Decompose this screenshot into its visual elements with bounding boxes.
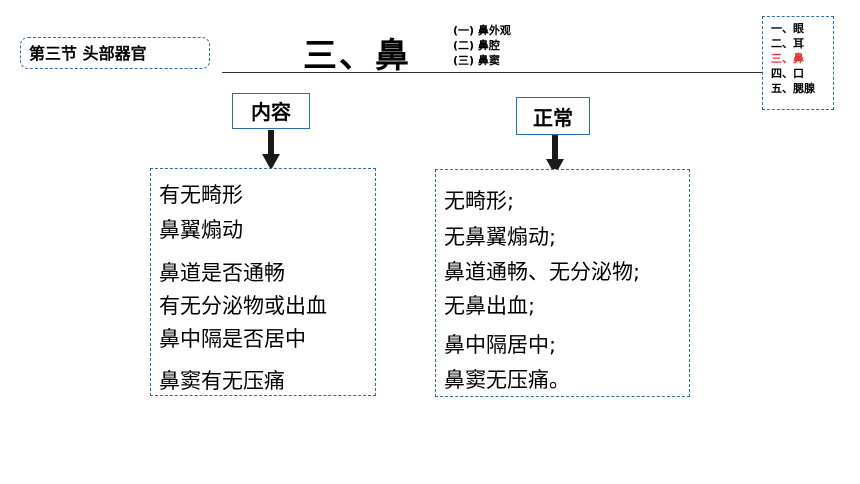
list-item: 鼻道通畅、无分泌物; xyxy=(444,260,641,284)
list-item: 无鼻出血; xyxy=(444,294,536,318)
list-item: 鼻翼煽动 xyxy=(159,218,243,242)
normal-column-header: 正常 xyxy=(516,97,590,135)
content-list-box: 有无畸形 鼻翼煽动 鼻道是否通畅 有无分泌物或出血 鼻中隔是否居中 鼻窦有无压痛 xyxy=(150,168,376,396)
content-column-header: 内容 xyxy=(232,93,310,129)
subtopic-item[interactable]: (三) 鼻窦 xyxy=(453,54,500,67)
list-item: 鼻窦有无压痛 xyxy=(159,369,285,393)
subtopic-item[interactable]: (一) 鼻外观 xyxy=(453,24,511,37)
list-item: 鼻道是否通畅 xyxy=(159,261,285,285)
page-title: 三、鼻 xyxy=(303,36,411,76)
section-badge: 第三节 头部器官 xyxy=(20,37,210,69)
list-item: 鼻中隔是否居中 xyxy=(159,327,306,351)
nav-item-ear[interactable]: 二、耳 xyxy=(771,37,804,50)
down-arrow-icon xyxy=(262,130,280,170)
list-item: 有无畸形 xyxy=(159,183,243,207)
chapter-nav: 一、眼 二、耳 三、鼻 四、口 五、腮腺 xyxy=(762,16,834,110)
list-item: 鼻中隔居中; xyxy=(444,333,557,357)
list-item: 无畸形; xyxy=(444,189,515,213)
nav-item-eye[interactable]: 一、眼 xyxy=(771,22,804,35)
header-divider xyxy=(222,72,834,73)
list-item: 鼻窦无压痛。 xyxy=(444,368,570,392)
subtopic-list: (一) 鼻外观 (二) 鼻腔 (三) 鼻窦 xyxy=(453,23,511,68)
normal-list-box: 无畸形; 无鼻翼煽动; 鼻道通畅、无分泌物; 无鼻出血; 鼻中隔居中; 鼻窦无压… xyxy=(435,169,690,397)
nav-item-parotid[interactable]: 五、腮腺 xyxy=(771,82,815,95)
down-arrow-icon xyxy=(546,135,564,175)
nav-item-nose[interactable]: 三、鼻 xyxy=(771,52,804,65)
list-item: 无鼻翼煽动; xyxy=(444,225,557,249)
subtopic-item[interactable]: (二) 鼻腔 xyxy=(453,39,500,52)
list-item: 有无分泌物或出血 xyxy=(159,294,327,318)
nav-item-mouth[interactable]: 四、口 xyxy=(771,67,804,80)
